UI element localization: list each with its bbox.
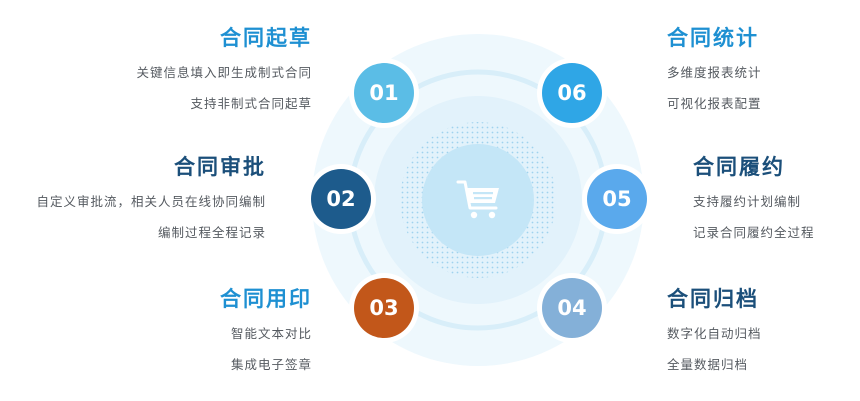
shopping-cart-icon: [456, 180, 499, 219]
feature-archive: 合同归档 数字化自动归档 全量数据归档: [667, 283, 762, 373]
feature-line: 支持非制式合同起草: [190, 96, 312, 111]
feature-line: 智能文本对比: [230, 326, 312, 341]
step-node-02: 02: [311, 169, 371, 229]
feature-line: 编制过程全程记录: [157, 225, 266, 240]
feature-approval: 合同审批 自定义审批流，相关人员在线协同编制 编制过程全程记录: [36, 151, 266, 241]
feature-title: 合同审批: [174, 155, 266, 179]
feature-line: 关键信息填入即生成制式合同: [136, 65, 312, 80]
step-node-01: 01: [354, 63, 414, 123]
feature-line: 记录合同履约全过程: [693, 225, 815, 240]
feature-title: 合同统计: [667, 26, 759, 50]
feature-line: 多维度报表统计: [667, 65, 762, 80]
feature-statistics: 合同统计 多维度报表统计 可视化报表配置: [667, 22, 762, 112]
feature-line: 自定义审批流，相关人员在线协同编制: [36, 194, 266, 209]
feature-line: 可视化报表配置: [667, 96, 762, 111]
feature-title: 合同用印: [220, 287, 312, 311]
step-node-04: 04: [542, 278, 602, 338]
feature-title: 合同履约: [693, 155, 785, 179]
feature-seal: 合同用印 智能文本对比 集成电子签章: [220, 283, 312, 373]
step-node-06: 06: [542, 63, 602, 123]
feature-line: 支持履约计划编制: [693, 194, 802, 209]
feature-line: 全量数据归档: [667, 357, 749, 372]
feature-title: 合同归档: [667, 287, 759, 311]
feature-line: 数字化自动归档: [667, 326, 762, 341]
step-node-03: 03: [354, 278, 414, 338]
feature-performance: 合同履约 支持履约计划编制 记录合同履约全过程: [693, 151, 815, 241]
feature-title: 合同起草: [220, 26, 312, 50]
step-node-05: 05: [587, 169, 647, 229]
feature-drafting: 合同起草 关键信息填入即生成制式合同 支持非制式合同起草: [136, 22, 312, 112]
feature-line: 集成电子签章: [230, 357, 312, 372]
